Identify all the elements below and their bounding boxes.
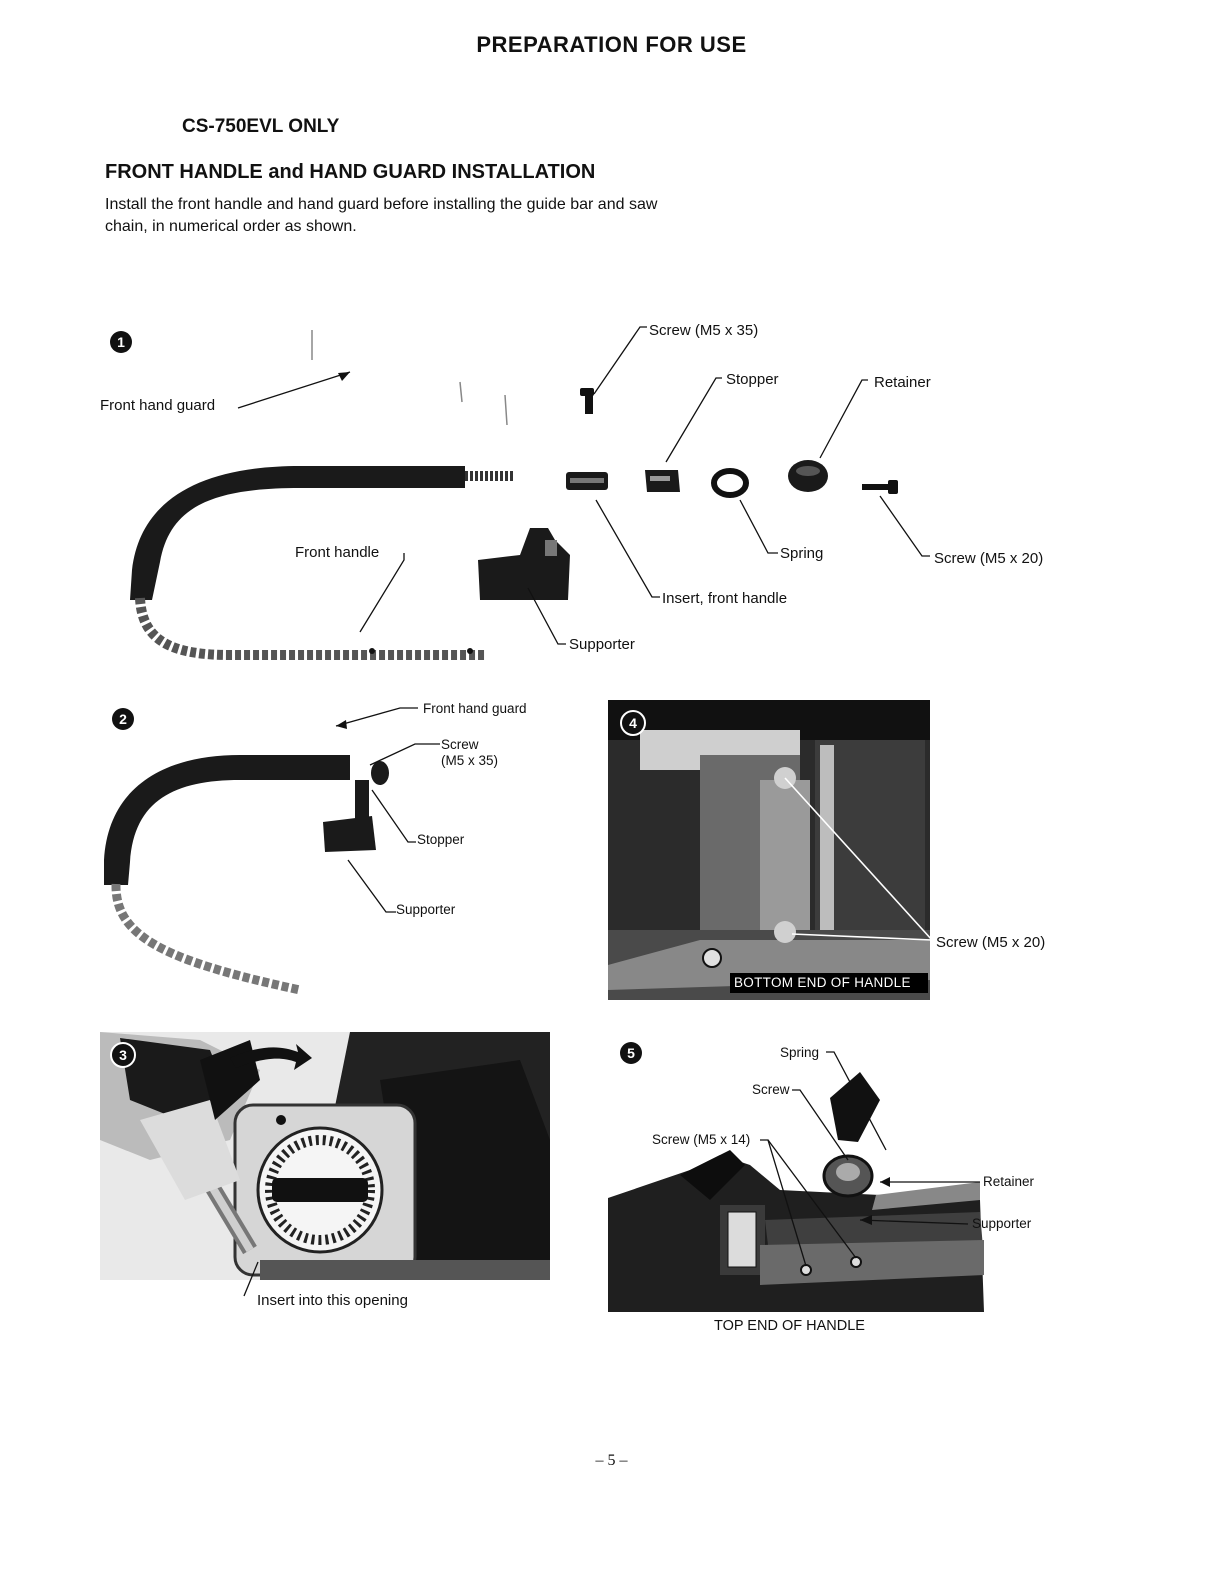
intro-paragraph: Install the front handle and hand guard … <box>105 196 658 235</box>
page-title: PREPARATION FOR USE <box>476 32 747 57</box>
step1-screw-m5x35 <box>580 388 594 414</box>
label-insert-opening: Insert into this opening <box>257 1292 408 1309</box>
label-screw-m5x20: Screw (M5 x 20) <box>934 550 1044 567</box>
step3-leader <box>243 1261 259 1297</box>
step-number-2: 2 <box>112 708 134 730</box>
label-front-hand-guard: Front hand guard <box>100 397 216 414</box>
label-supporter-2: Supporter <box>396 902 456 917</box>
step3-photo <box>100 1032 550 1280</box>
label-stopper-2: Stopper <box>417 832 465 847</box>
step2-handle-drawing <box>104 755 389 995</box>
section-title: FRONT HANDLE and HAND GUARD INSTALLATION <box>105 161 596 183</box>
step4-leaders <box>784 777 933 941</box>
label-screw-5: Screw <box>752 1082 790 1097</box>
label-screw-m5x20-4: Screw (M5 x 20) <box>936 934 1046 951</box>
step-number-4: 4 <box>620 710 646 736</box>
step1-supporter <box>478 528 570 600</box>
step1-screw-m5x20 <box>862 480 898 494</box>
label-retainer: Retainer <box>874 374 931 391</box>
label-spring: Spring <box>780 545 824 562</box>
label-supporter: Supporter <box>569 636 635 653</box>
label-front-handle: Front handle <box>295 544 380 561</box>
step1-leaders <box>237 326 930 645</box>
step4-photo <box>608 700 930 1000</box>
step5-leaders <box>760 1051 980 1267</box>
step-number-3: 3 <box>110 1042 136 1068</box>
label-screw-size-2: (M5 x 35) <box>441 753 499 768</box>
step1-spring <box>711 468 749 498</box>
step1-stopper <box>645 470 680 492</box>
label-front-hand-guard-2: Front hand guard <box>423 701 527 716</box>
step-number-5: 5 <box>620 1042 642 1064</box>
label-screw-2: Screw <box>441 737 479 752</box>
label-supporter-5: Supporter <box>972 1216 1032 1231</box>
step1-handle-drawing <box>130 466 515 660</box>
step1-hand-guard-faint <box>311 330 508 426</box>
label-retainer-5: Retainer <box>983 1174 1035 1189</box>
page-number: – 5 – <box>595 1452 628 1469</box>
step-number-1: 1 <box>110 331 132 353</box>
model-note: CS-750EVL ONLY <box>182 116 340 137</box>
label-bottom-end: BOTTOM END OF HANDLE <box>734 975 911 990</box>
label-spring-5: Spring <box>780 1045 820 1060</box>
label-stopper: Stopper <box>726 371 779 388</box>
label-screw-m5x14: Screw (M5 x 14) <box>652 1132 751 1147</box>
label-top-end: TOP END OF HANDLE <box>714 1318 865 1334</box>
step5-photo <box>608 1072 984 1312</box>
label-screw-m5x35: Screw (M5 x 35) <box>649 322 759 339</box>
step2-leaders <box>335 707 440 913</box>
label-insert-front-handle: Insert, front handle <box>662 590 788 607</box>
